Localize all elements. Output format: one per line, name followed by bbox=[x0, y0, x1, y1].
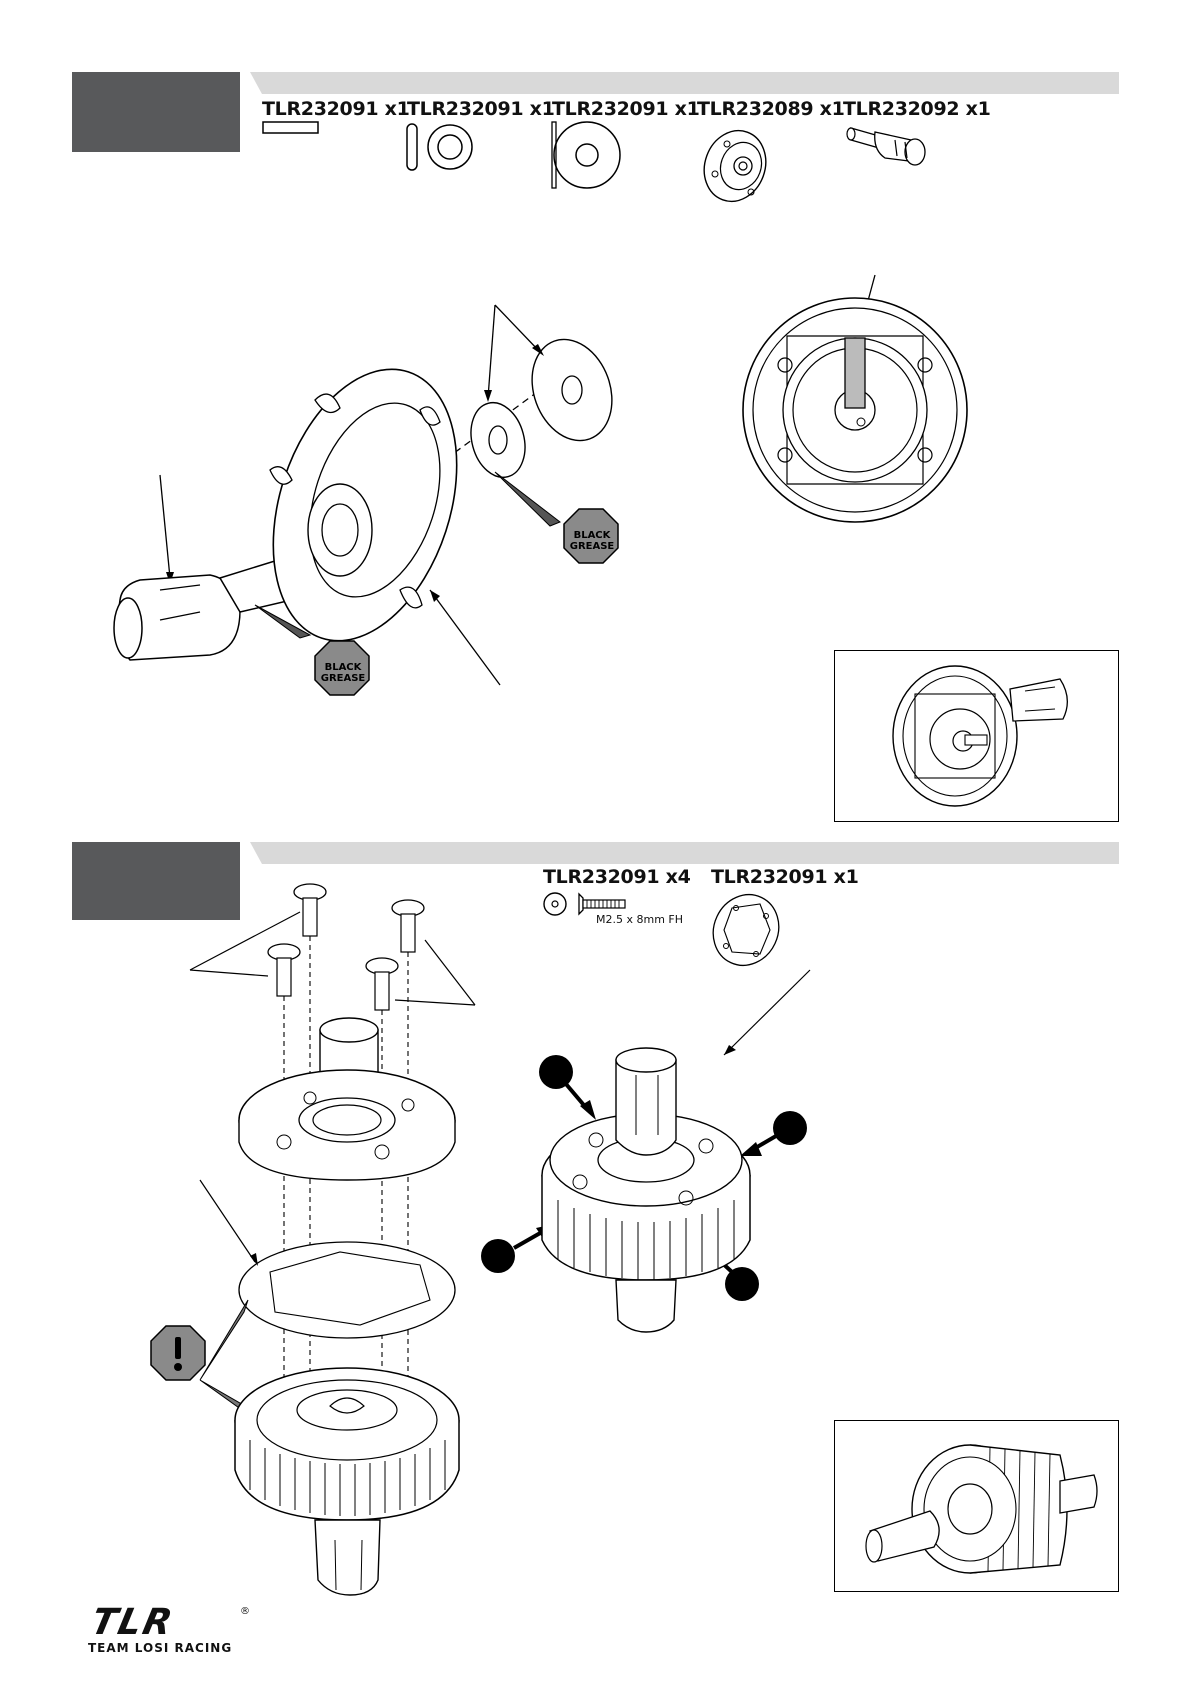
step1-part-label-4: TLR232089 x1 bbox=[697, 98, 845, 120]
tlr-logo: TLR TEAM LOSI RACING bbox=[88, 1606, 258, 1656]
screw-part bbox=[268, 884, 424, 1010]
diff-case-part bbox=[241, 346, 489, 665]
gasket-icon bbox=[708, 890, 788, 970]
callout-arrow bbox=[160, 475, 170, 578]
assembled-case-thumbnail bbox=[885, 659, 1075, 809]
step2-result-inset bbox=[834, 1420, 1119, 1592]
o-ring-icon bbox=[405, 122, 475, 174]
step1-part-label-1: TLR232091 x1 bbox=[262, 98, 410, 120]
logo-mark: TLR bbox=[88, 1602, 178, 1643]
step1-part-label-3: TLR232091 x1 bbox=[552, 98, 700, 120]
step-1-number-block bbox=[72, 72, 240, 152]
step2-part-label-1: TLR232091 x4 bbox=[543, 866, 691, 888]
step2-exploded-diagram bbox=[140, 880, 500, 1610]
assembled-diff-thumbnail bbox=[860, 1431, 1100, 1581]
step1-part-label-5: TLR232092 x1 bbox=[843, 98, 991, 120]
shim-icon bbox=[550, 120, 630, 192]
pin-icon bbox=[262, 120, 322, 140]
step-2-header-bar bbox=[250, 842, 1119, 864]
step2-assembled-diagram bbox=[470, 960, 810, 1330]
step1-assembly-diagram bbox=[100, 260, 660, 720]
step2-part-label-2: TLR232091 x1 bbox=[711, 866, 859, 888]
diff-case-icon bbox=[697, 128, 777, 203]
step-1-header-bar bbox=[250, 72, 1119, 94]
case-face-view bbox=[735, 270, 975, 530]
logo-tagline: TEAM LOSI RACING bbox=[88, 1641, 232, 1655]
step1-part-label-2: TLR232091 x1 bbox=[407, 98, 555, 120]
step1-result-inset bbox=[834, 650, 1119, 822]
outdrive-icon bbox=[845, 118, 935, 178]
exclamation-icon bbox=[150, 1325, 206, 1381]
outdrive-part bbox=[114, 560, 300, 660]
screw-spec-label: M2.5 x 8mm FH bbox=[596, 913, 683, 926]
registered-mark: ® bbox=[240, 1606, 250, 1617]
sequence-marker bbox=[773, 1111, 807, 1145]
sequence-marker bbox=[481, 1239, 515, 1273]
